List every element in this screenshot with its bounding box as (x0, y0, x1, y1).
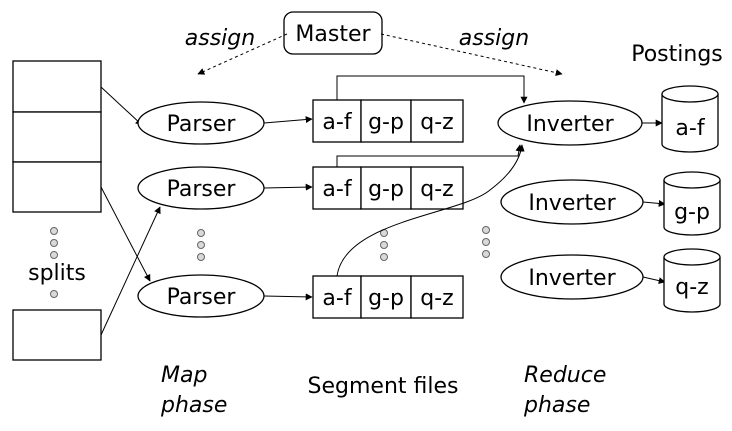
master-label: Master (295, 22, 371, 47)
postings-label: g-p (674, 200, 710, 225)
postings-cylinder-qz (663, 248, 721, 313)
postings-cylinder-gp (663, 171, 721, 236)
segment-to-inverter-arrow (336, 144, 525, 277)
segment-to-inverter-arrow (336, 144, 523, 167)
parser-to-segment-arrow (263, 293, 313, 301)
parser-to-segment-arrow (263, 116, 313, 124)
split-box-2 (12, 111, 102, 163)
reduce-phase-line2: phase (523, 393, 590, 418)
reduce-phase-line1: Reduce (524, 363, 606, 388)
segment-cell-2-qz (410, 166, 464, 210)
split-box-4 (12, 309, 102, 361)
postings-title: Postings (631, 42, 723, 67)
splits-dot (50, 290, 58, 298)
splits-dot (50, 227, 58, 235)
reduce-dot (482, 250, 490, 258)
segment-files-caption: Segment files (308, 374, 459, 399)
segment-label: a-f (322, 286, 352, 311)
parser-dot (197, 229, 205, 237)
assign-label-left: assign (185, 26, 255, 51)
segment-label: a-f (322, 110, 352, 135)
parser-dot (197, 241, 205, 249)
segment-label: q-z (420, 177, 453, 202)
segment-cell-1-qz (410, 99, 464, 143)
split-box-1 (12, 60, 102, 113)
reduce-dot (482, 226, 490, 234)
split-to-parser-arrow (100, 206, 161, 336)
inverter-to-postings-arrow (642, 199, 666, 207)
inverter-label: Inverter (528, 266, 616, 291)
segment-cell-3-af (312, 275, 362, 319)
parser-label: Parser (167, 112, 237, 137)
inverter-label: Inverter (528, 191, 616, 216)
segment-label: q-z (420, 286, 453, 311)
master-box (283, 11, 383, 55)
segment-cell-1-gp (360, 99, 412, 143)
split-box-3 (12, 161, 102, 213)
split-to-parser-arrow (100, 86, 143, 126)
segment-label: g-p (368, 177, 404, 202)
inverter-label: Inverter (526, 112, 614, 137)
segment-label: g-p (368, 286, 404, 311)
postings-label: q-z (675, 275, 708, 300)
parser-dot (197, 253, 205, 261)
parser-to-segment-arrow (263, 183, 313, 191)
segment-dot (380, 241, 388, 249)
segment-cell-2-af (312, 166, 362, 210)
segment-to-inverter-arrow (336, 75, 528, 104)
segment-cell-2-gp (360, 166, 412, 210)
segment-dot (380, 253, 388, 261)
segment-label: q-z (420, 110, 453, 135)
map-phase-line2: phase (160, 393, 227, 418)
splits-dot (50, 251, 58, 259)
assign-label-right: assign (459, 26, 529, 51)
parser-label: Parser (167, 177, 237, 202)
segment-label: a-f (322, 177, 352, 202)
inverter-to-postings-arrow (642, 276, 666, 285)
splits-label: splits (28, 261, 86, 286)
segment-cell-3-qz (410, 275, 464, 319)
postings-label: a-f (675, 116, 705, 141)
assign-arrow-right (380, 33, 563, 77)
reduce-dot (482, 238, 490, 246)
splits-dot (50, 239, 58, 247)
assign-arrow-left (197, 33, 288, 75)
parser-label: Parser (167, 285, 237, 310)
map-phase-line1: Map (161, 363, 207, 388)
segment-label: g-p (368, 110, 404, 135)
postings-cylinder-af (661, 85, 719, 153)
split-to-parser-arrow (100, 186, 151, 282)
